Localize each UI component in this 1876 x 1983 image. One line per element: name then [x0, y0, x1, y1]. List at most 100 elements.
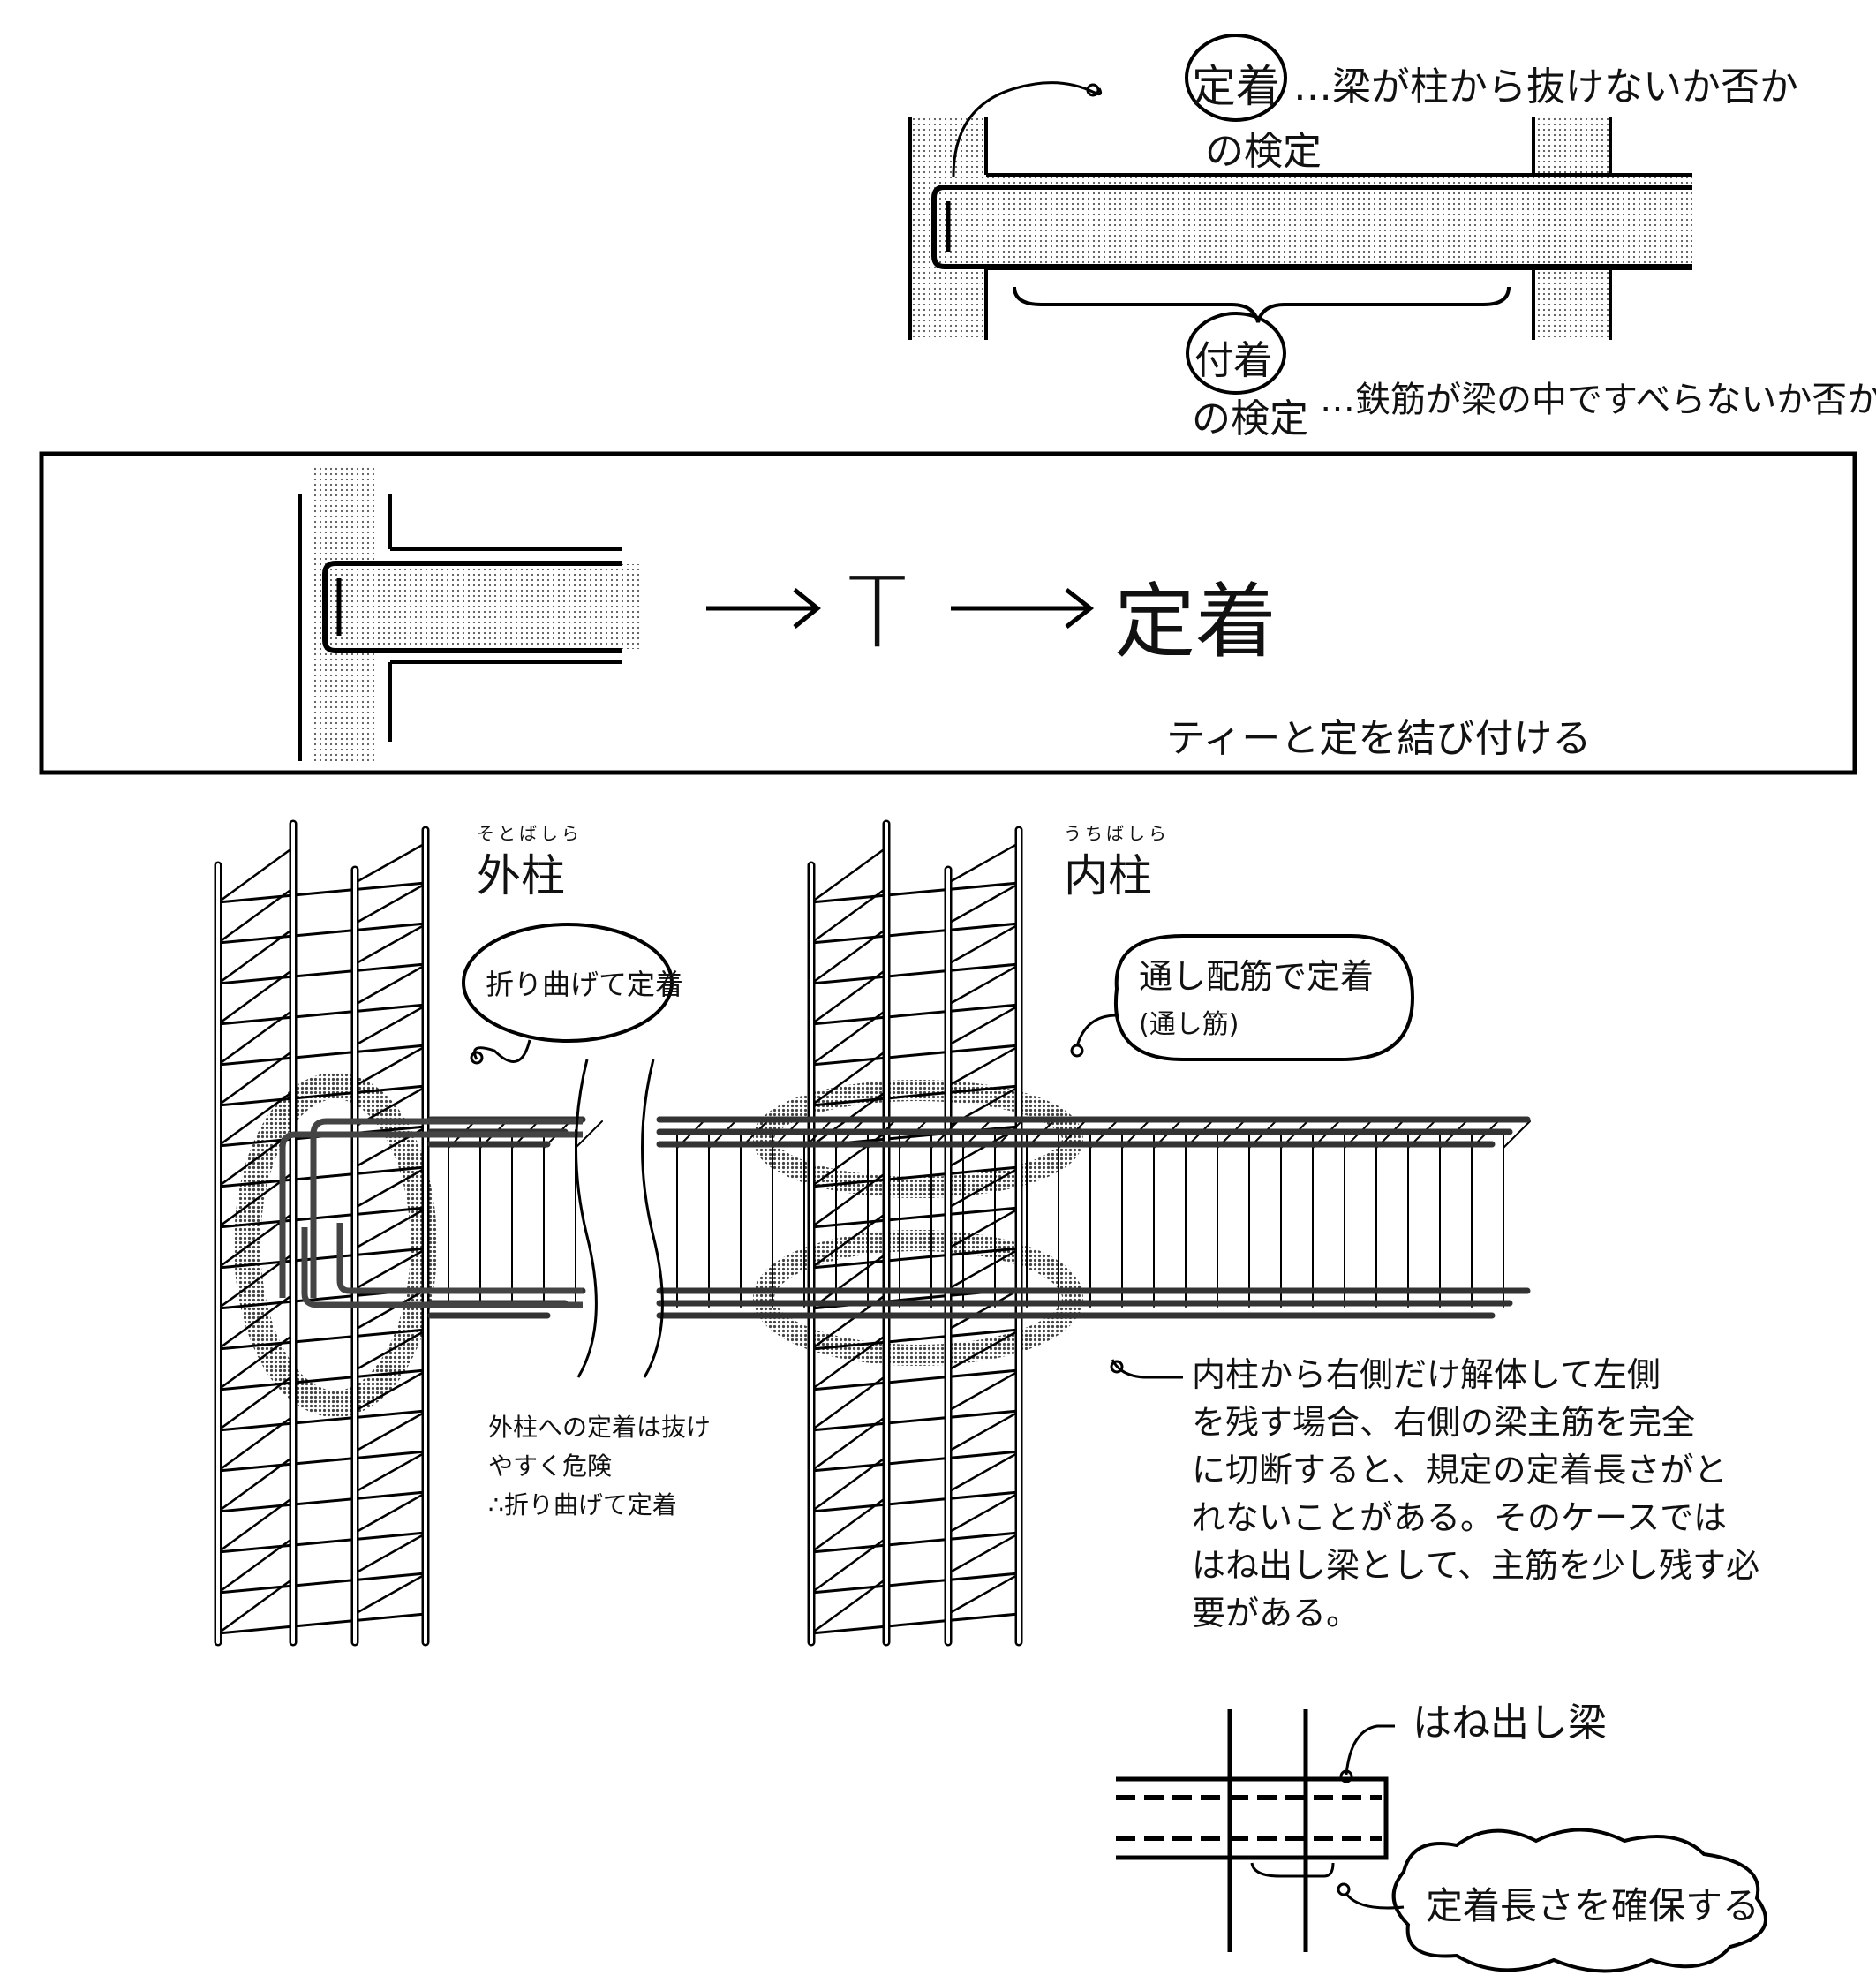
cloud-bubble: [1391, 1828, 1767, 1973]
hoop-diagonal: [353, 1572, 427, 1616]
inner-column-label: 内柱: [1064, 850, 1152, 901]
hoop-diagonal: [946, 1369, 1021, 1413]
hoop-diagonal: [810, 1049, 888, 1107]
hoop-diagonal: [353, 1207, 427, 1250]
hoop-tie: [216, 1368, 427, 1391]
hoop-tie: [216, 1572, 427, 1595]
hoop-diagonal: [946, 1329, 1021, 1372]
hoop-tie: [810, 1490, 1021, 1513]
hoop-tie: [216, 1003, 427, 1026]
bond-label: 付着: [1194, 338, 1272, 383]
hoop-tie: [810, 1247, 1021, 1270]
hoop-diagonal: [353, 1451, 427, 1494]
hoop-tie: [216, 1247, 427, 1270]
hoop-diagonal: [946, 1410, 1021, 1453]
hoop-diagonal: [216, 1577, 295, 1635]
hoop-tie: [216, 1044, 427, 1067]
hoop-diagonal: [353, 1166, 427, 1210]
hoop-diagonal: [946, 1572, 1021, 1616]
hoop-diagonal: [216, 1333, 295, 1391]
hoop-tie: [810, 1368, 1021, 1391]
hoop-diagonal: [353, 923, 427, 966]
hoop-tie: [810, 1044, 1021, 1067]
hoop-diagonal: [216, 1496, 295, 1554]
bubble-bent-text: 折り曲げて定着: [486, 968, 684, 1001]
hoop-diagonal: [946, 882, 1021, 925]
anchorage-circle: [1185, 34, 1287, 122]
hoop-diagonal: [353, 882, 427, 925]
hoop-diagonal: [810, 1211, 888, 1270]
hoop-diagonal: [353, 1532, 427, 1575]
hoop-tie: [216, 881, 427, 904]
top-beam-column-diagram: [908, 34, 1692, 395]
hoop-diagonal: [216, 1293, 295, 1351]
inner-note-line: はね出し梁として、主筋を少し残す必: [1192, 1546, 1759, 1585]
anchorage-pointer: [952, 81, 1103, 177]
inner-note-line: 要がある。: [1192, 1594, 1360, 1632]
inner-note-line: 内柱から右側だけ解体して左側: [1192, 1355, 1661, 1394]
bubble-through-text-2: (通し筋): [1139, 1009, 1239, 1040]
stirrup-diagonal: [575, 1120, 603, 1149]
bond-description: …鉄筋が梁の中ですべらないか否か: [1320, 380, 1876, 420]
hoop-diagonal: [810, 1577, 888, 1635]
hoop-diagonal: [946, 963, 1021, 1007]
hoop-diagonal: [216, 1008, 295, 1067]
hoop-tie: [810, 1084, 1021, 1107]
mnemonic-result: 定着: [1114, 575, 1277, 669]
bubble-through-text-1: 通し配筋で定着: [1139, 957, 1375, 996]
hoop-diagonal: [216, 927, 295, 985]
hoop-diagonal: [216, 1414, 295, 1473]
hoop-diagonal: [216, 968, 295, 1026]
hoop-diagonal: [946, 1044, 1021, 1088]
hoop-tie: [216, 1409, 427, 1432]
bond-check-label: の検定: [1192, 396, 1308, 441]
hoop-tie: [216, 1328, 427, 1351]
hoop-tie: [810, 1206, 1021, 1229]
inner-note: 内柱から右側だけ解体して左側 を残す場合、右側の梁主筋を完全 に切断すると、規定…: [1192, 1351, 1827, 1637]
mnemonic-caption: ティーと定を結び付ける: [1166, 716, 1592, 761]
hoop-diagonal: [216, 1374, 295, 1432]
hoop-tie: [810, 881, 1021, 904]
hoop-diagonal: [353, 1248, 427, 1291]
hoop-tie: [810, 1572, 1021, 1595]
inner-note-line: に切断すると、規定の定着長さがと: [1192, 1451, 1728, 1489]
hoop-tie: [216, 1165, 427, 1188]
hoop-diagonal: [810, 846, 888, 904]
hoop-diagonal: [946, 1532, 1021, 1575]
hoop-tie: [216, 922, 427, 945]
inner-note-line: を残す場合、右側の梁主筋を完全: [1192, 1403, 1696, 1442]
hoop-diagonal: [810, 886, 888, 945]
hoop-diagonal: [946, 1451, 1021, 1494]
hoop-tie: [810, 1165, 1021, 1188]
hoop-diagonal: [946, 1207, 1021, 1250]
hoop-diagonal: [810, 1455, 888, 1513]
bond-circle: [1186, 312, 1286, 395]
hoop-tie: [216, 1084, 427, 1107]
hoop-tie: [810, 1003, 1021, 1026]
hoop-diagonal: [353, 1369, 427, 1413]
outer-column-ruby: そとばしら: [477, 823, 583, 844]
outer-note-line: ∴折り曲げて定着: [488, 1490, 677, 1519]
hoop-diagonal: [810, 968, 888, 1026]
cantilever-diagram: [1116, 1709, 1767, 1973]
main-rebar-diagram: [214, 819, 1531, 1647]
hoop-tie: [810, 1450, 1021, 1473]
cantilever-label: はね出し梁: [1413, 1700, 1607, 1745]
hoop-diagonal: [353, 1288, 427, 1331]
outer-column-label: 外柱: [477, 850, 565, 901]
bubble-through: [1114, 934, 1415, 1061]
hoop-diagonal: [946, 1491, 1021, 1534]
hoop-diagonal: [216, 1049, 295, 1107]
inner-note-line: れないことがある。そのケースでは: [1192, 1498, 1728, 1537]
rebar-hook: [931, 185, 1692, 269]
hoop-diagonal: [353, 1329, 427, 1372]
hoop-tie: [216, 962, 427, 985]
hoop-diagonal: [353, 841, 427, 885]
outer-note: 外柱への定着は抜け やすく危険 ∴折り曲げて定着: [488, 1408, 711, 1525]
hoop-diagonal: [810, 1536, 888, 1595]
hoop-diagonal: [946, 1004, 1021, 1047]
anchorage-description: …梁が柱から抜けないか否か: [1293, 64, 1798, 109]
hoop-diagonal: [946, 1248, 1021, 1291]
hoop-tie: [810, 1531, 1021, 1554]
hoop-diagonal: [810, 1333, 888, 1391]
